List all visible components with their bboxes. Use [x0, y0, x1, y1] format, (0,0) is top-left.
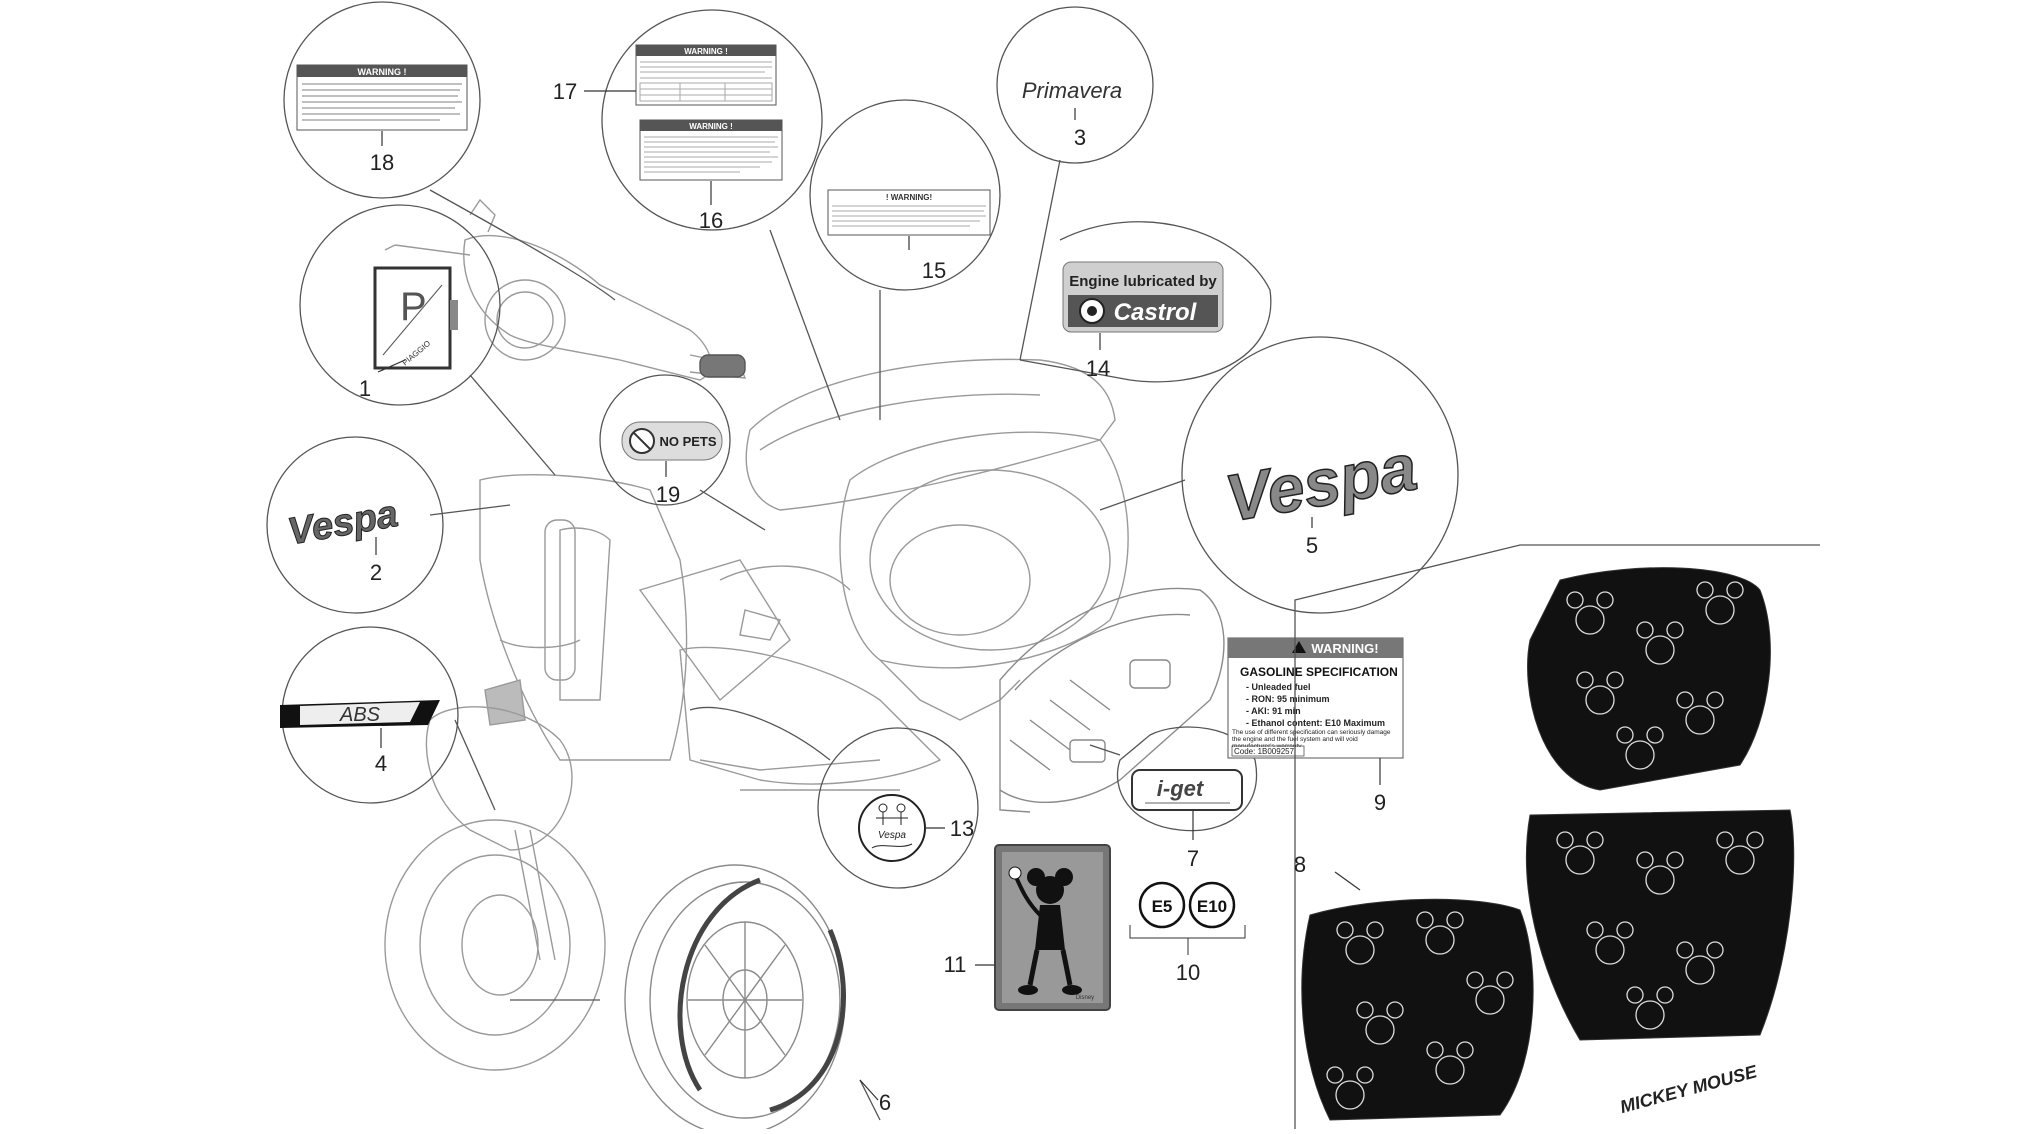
leader-lines — [375, 90, 1381, 1101]
decal-13-vespa-children: Vespa — [858, 794, 926, 862]
callout-18: 18 — [370, 150, 394, 175]
decal-14-castrol: Engine lubricated by Castrol — [1062, 261, 1224, 333]
callout-13: 13 — [950, 816, 974, 841]
decal-5-vespa: Vespa — [1220, 429, 1422, 535]
iget-text: i-get — [1157, 776, 1205, 801]
gas-item-4: - Ethanol content: E10 Maximum — [1246, 718, 1385, 728]
bubble-19 — [599, 374, 731, 506]
callout-7: 7 — [1187, 846, 1199, 871]
scooter-drawing — [384, 198, 1129, 1071]
no-pets-text: NO PETS — [659, 434, 716, 449]
callout-1: 1 — [359, 376, 371, 401]
callout-5: 5 — [1306, 533, 1318, 558]
bubble-5 — [1181, 336, 1459, 614]
bubble-18 — [283, 1, 481, 199]
callout-numbers: 18 17 16 15 3 14 1 19 2 5 4 13 7 9 10 11… — [359, 79, 1386, 1115]
decal-10-e5-e10: E5 E10 — [1129, 881, 1246, 955]
callout-bubbles — [266, 1, 1459, 1121]
mickey-signature: MICKEY MOUSE — [1618, 1061, 1760, 1117]
bubble-7 — [1116, 726, 1258, 832]
rear-wheel-drawing — [624, 864, 846, 1134]
warning-header-17: WARNING ! — [684, 47, 728, 56]
e10-text: E10 — [1197, 897, 1227, 916]
decal-7-iget: i-get — [1131, 769, 1243, 811]
vespa-signature: Vespa — [878, 830, 906, 841]
warning-header-16: WARNING ! — [689, 122, 733, 131]
callout-15: 15 — [922, 258, 946, 283]
callout-9: 9 — [1374, 790, 1386, 815]
bubble-15 — [809, 99, 1001, 291]
gas-header: WARNING! — [1311, 641, 1378, 656]
bubble-13 — [817, 727, 979, 889]
bubble-16-17 — [601, 9, 823, 231]
decal-15-warning: ! WARNING! — [827, 189, 991, 236]
decal-11-mickey-plate: Disney — [994, 844, 1111, 1011]
gas-code: Code: 1B009257 — [1234, 747, 1295, 756]
callout-2: 2 — [370, 560, 382, 585]
bubble-3 — [996, 6, 1154, 164]
warning-header-18: WARNING ! — [358, 67, 407, 77]
decal-16-warning: WARNING ! — [639, 119, 783, 181]
engine-drawing — [999, 587, 1225, 813]
callout-14: 14 — [1086, 356, 1110, 381]
bubble-2 — [266, 436, 444, 614]
callout-17: 17 — [553, 79, 577, 104]
decal-3-primavera: Primavera — [1022, 78, 1122, 103]
callout-16: 16 — [699, 208, 723, 233]
bubble-14 — [1019, 221, 1272, 383]
callout-10: 10 — [1176, 960, 1200, 985]
castrol-top-text: Engine lubricated by — [1069, 273, 1217, 290]
decal-1-piaggio-plate: P PIAGGIO — [373, 266, 458, 370]
gas-item-1: - Unleaded fuel — [1246, 682, 1311, 692]
callout-6: 6 — [879, 1090, 891, 1115]
decal-17-warning: WARNING ! — [635, 44, 777, 106]
gas-title: GASOLINE SPECIFICATION — [1240, 665, 1398, 679]
castrol-brand-text: Castrol — [1114, 299, 1198, 326]
gas-footer-wrap: The use of different specification can s… — [1232, 729, 1391, 747]
callout-4: 4 — [375, 751, 387, 776]
decal-8-mickey-panels: MICKEY MOUSE — [1294, 544, 1820, 1129]
callout-11: 11 — [944, 952, 967, 977]
disney-text: Disney — [1076, 995, 1094, 1001]
bubble-1 — [299, 204, 501, 406]
decal-2-vespa: Vespa — [285, 493, 401, 554]
e5-text: E5 — [1152, 897, 1173, 916]
callout-3: 3 — [1074, 125, 1086, 150]
piaggio-p-logo: P — [400, 285, 427, 329]
gas-item-2: - RON: 95 minimum — [1246, 694, 1330, 704]
callout-19: 19 — [656, 482, 680, 507]
gas-footer: The use of different specification can s… — [1232, 729, 1391, 747]
decal-19-no-pets: NO PETS — [621, 421, 723, 461]
decal-9-gasoline: WARNING! GASOLINE SPECIFICATION - Unlead… — [1227, 637, 1404, 759]
decal-4-abs: ABS — [280, 700, 440, 728]
callout-8: 8 — [1294, 852, 1306, 877]
gas-item-3: - AKI: 91 min — [1246, 706, 1301, 716]
abs-text: ABS — [339, 704, 381, 726]
warning-header-15: ! WARNING! — [886, 193, 932, 202]
decal-18-warning: WARNING ! — [296, 64, 468, 131]
